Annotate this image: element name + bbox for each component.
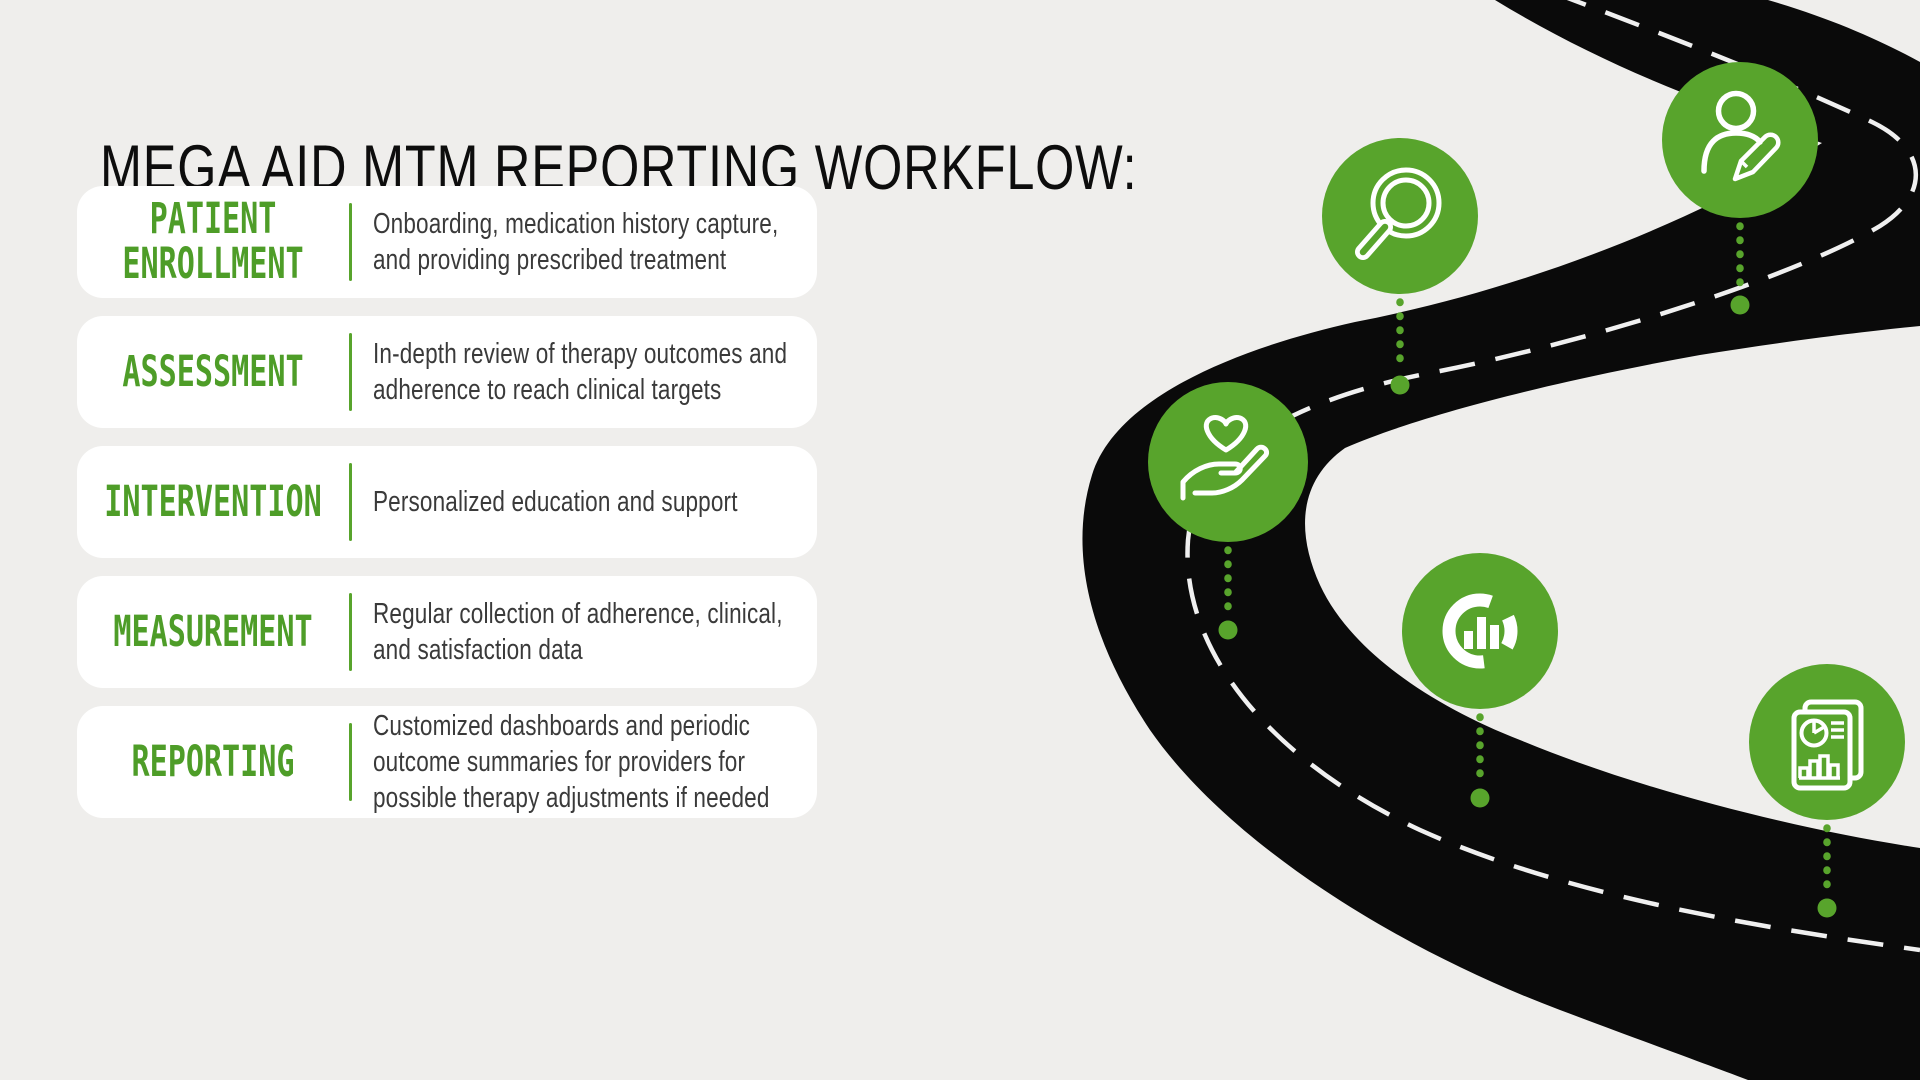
- workflow-steps: PATIENT ENROLLMENT Onboarding, medicatio…: [77, 186, 817, 836]
- step-label: INTERVENTION: [104, 476, 322, 527]
- heart-in-hand-icon: [1148, 382, 1308, 542]
- milestone-connectors: [1224, 222, 1831, 899]
- label-divider: [349, 333, 352, 411]
- step-label: REPORTING: [131, 736, 295, 787]
- step-description-column: In-depth review of therapy outcomes and …: [373, 336, 817, 408]
- step-description-column: Personalized education and support: [373, 484, 817, 520]
- label-divider: [349, 593, 352, 671]
- step-label-column: REPORTING: [77, 736, 349, 787]
- step-label-column: MEASUREMENT: [77, 606, 349, 657]
- donut-chart-icon: [1402, 553, 1558, 709]
- step-description: Onboarding, medication history capture, …: [373, 207, 779, 276]
- user-edit-icon: [1662, 62, 1818, 218]
- step-label: MEASUREMENT: [113, 606, 313, 657]
- step-description: Personalized education and support: [373, 485, 738, 518]
- step-card-measurement: MEASUREMENT Regular collection of adhere…: [77, 576, 817, 688]
- step-description: Customized dashboards and periodic outco…: [373, 709, 770, 815]
- step-label: ASSESSMENT: [122, 346, 304, 397]
- step-card-reporting: REPORTING Customized dashboards and peri…: [77, 706, 817, 818]
- label-divider: [349, 203, 352, 281]
- step-description-column: Regular collection of adherence, clinica…: [373, 596, 817, 668]
- label-divider: [349, 463, 352, 541]
- magnifier-icon: [1322, 138, 1478, 294]
- step-card-intervention: INTERVENTION Personalized education and …: [77, 446, 817, 558]
- step-card-patient-enrollment: PATIENT ENROLLMENT Onboarding, medicatio…: [77, 186, 817, 298]
- step-description: In-depth review of therapy outcomes and …: [373, 337, 788, 406]
- step-description-column: Customized dashboards and periodic outco…: [373, 708, 817, 817]
- road: [1082, 0, 1920, 1080]
- label-divider: [349, 723, 352, 801]
- step-label-column: ASSESSMENT: [77, 346, 349, 397]
- step-card-assessment: ASSESSMENT In-depth review of therapy ou…: [77, 316, 817, 428]
- step-label-column: PATIENT ENROLLMENT: [77, 194, 349, 289]
- road-centerline: [1185, 0, 1920, 953]
- step-label: PATIENT ENROLLMENT: [122, 194, 304, 289]
- step-description-column: Onboarding, medication history capture, …: [373, 206, 817, 278]
- step-label-column: INTERVENTION: [77, 476, 349, 527]
- report-document-icon: [1749, 664, 1905, 820]
- step-description: Regular collection of adherence, clinica…: [373, 597, 783, 666]
- milestone-dots: [1218, 295, 1837, 918]
